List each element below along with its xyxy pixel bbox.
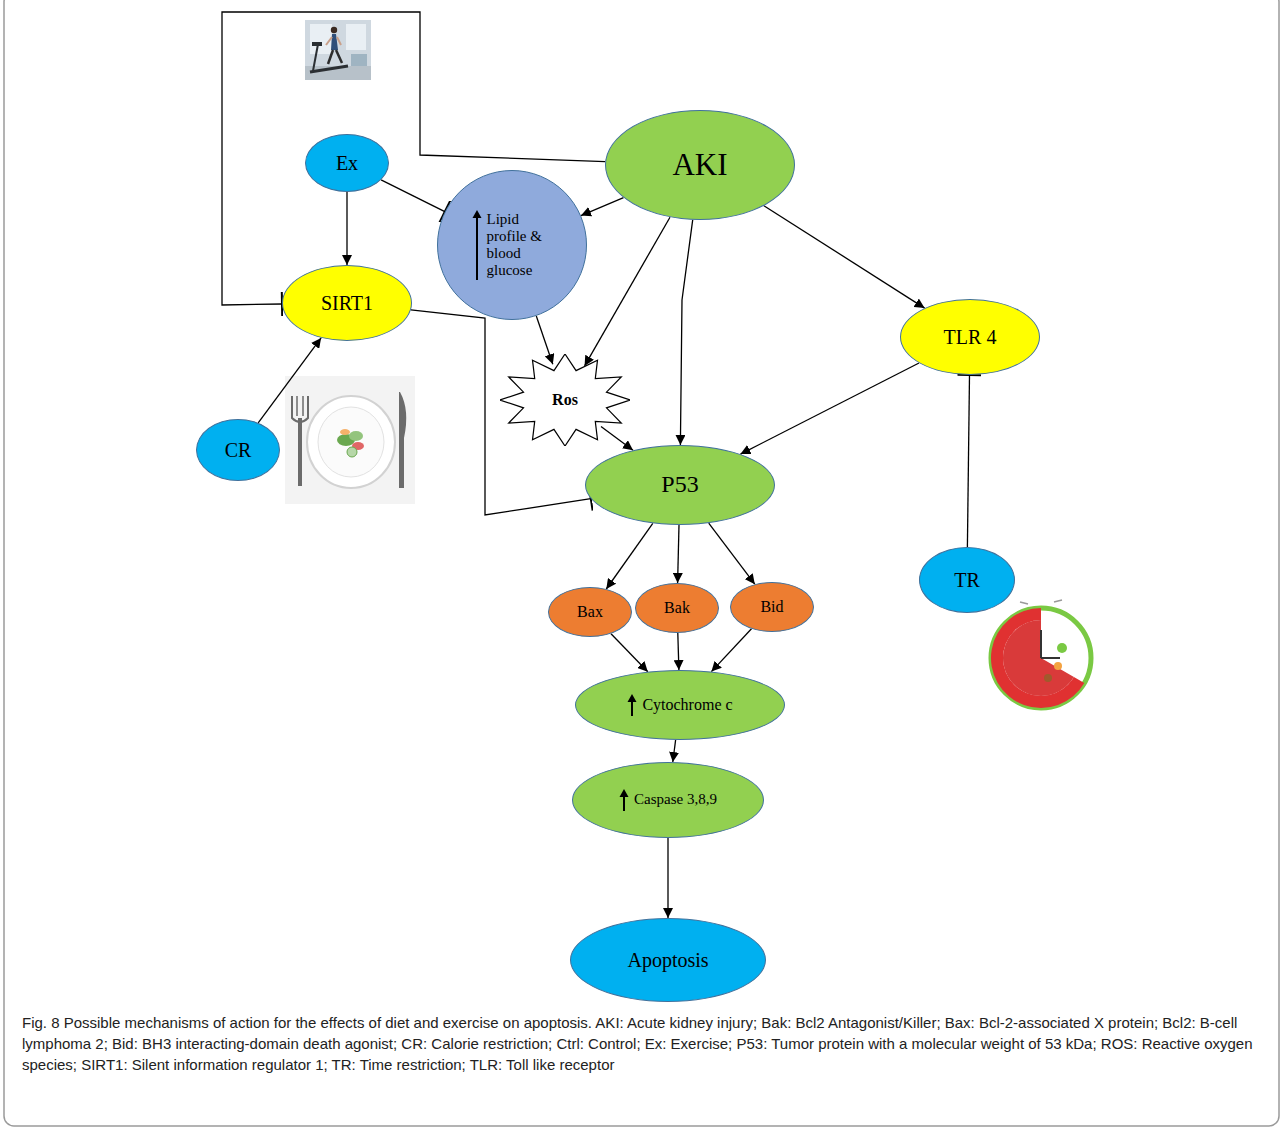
node-label: Bak: [664, 599, 690, 617]
figure-frame: [4, 0, 1279, 1126]
arrow-connector: [581, 198, 624, 216]
label-group: TR: [954, 569, 980, 592]
p53-ellipse: P53: [585, 445, 775, 525]
apoptosis-ellipse: Apoptosis: [570, 918, 766, 1002]
arrow-connector: [711, 629, 751, 672]
node-label: CR: [225, 439, 252, 462]
bak-ellipse: Bak: [635, 583, 719, 633]
label-group: Apoptosis: [627, 949, 708, 972]
label-group: TLR 4: [944, 326, 997, 349]
increase-arrow: [472, 210, 482, 280]
node-label: AKI: [672, 147, 727, 183]
arrow-connector: [680, 220, 692, 445]
ros-starburst: Ros: [500, 354, 630, 446]
node-label: P53: [661, 471, 698, 499]
increase-arrow: [619, 789, 629, 811]
figure-caption: Fig. 8 Possible mechanisms of action for…: [22, 1012, 1262, 1075]
treadmill-photo: [305, 20, 371, 80]
label-group: SIRT1: [321, 292, 373, 315]
exercise-ellipse: Ex: [305, 134, 389, 192]
arrow-connector: [764, 206, 925, 308]
label-group: Ros: [552, 391, 578, 409]
bid-ellipse: Bid: [730, 582, 814, 632]
bax-ellipse: Bax: [548, 587, 632, 637]
cytochrome-ellipse: Cytochrome c: [575, 670, 785, 740]
node-label: SIRT1: [321, 292, 373, 315]
arrow-connector: [709, 523, 755, 584]
node-label: Apoptosis: [627, 949, 708, 972]
arrow-connector: [606, 523, 653, 589]
tlr4-ellipse: TLR 4: [900, 299, 1040, 375]
node-label: TR: [954, 569, 980, 592]
node-label: Cytochrome c: [642, 696, 732, 714]
label-group: Cytochrome c: [627, 694, 732, 716]
label-group: P53: [661, 471, 698, 499]
label-group: Bid: [760, 598, 783, 616]
arrow-connector: [678, 633, 679, 670]
arrow-connector: [673, 740, 676, 762]
cr-ellipse: CR: [196, 419, 280, 481]
caspase-ellipse: Caspase 3,8,9: [572, 762, 764, 838]
tr-ellipse: TR: [919, 547, 1015, 613]
inhibition-connector: [967, 375, 969, 547]
arrow-connector: [667, 838, 668, 918]
node-label: Ros: [552, 391, 578, 409]
arrow-connector: [601, 427, 633, 451]
node-label: Lipid profile & blood glucose: [487, 211, 553, 280]
increase-arrow: [627, 694, 637, 716]
fasting-clock: [991, 600, 1091, 708]
node-label: Bax: [577, 603, 603, 621]
arrow-connector: [741, 363, 920, 454]
node-label: Ex: [336, 152, 358, 175]
inhibition-connector: [381, 180, 445, 212]
arrow-connector: [611, 634, 648, 672]
arrow-connector: [346, 192, 347, 265]
arrow-connector: [585, 217, 670, 366]
node-label: Caspase 3,8,9: [634, 791, 717, 808]
aki-ellipse: AKI: [605, 110, 795, 220]
node-label: Bid: [760, 598, 783, 616]
label-group: Caspase 3,8,9: [619, 789, 717, 811]
plate-photo: [285, 376, 415, 504]
label-group: AKI: [672, 147, 727, 183]
sirt1-ellipse: SIRT1: [282, 265, 412, 341]
label-group: Bax: [577, 603, 603, 621]
arrow-connector: [678, 525, 679, 583]
label-group: Bak: [664, 599, 690, 617]
node-label: TLR 4: [944, 326, 997, 349]
arrow-connector: [258, 338, 321, 423]
label-group: Ex: [336, 152, 358, 175]
arrow-connector: [536, 316, 553, 364]
label-group: Lipid profile & blood glucose: [472, 210, 553, 280]
label-group: CR: [225, 439, 252, 462]
lipid-circle: Lipid profile & blood glucose: [437, 170, 587, 320]
